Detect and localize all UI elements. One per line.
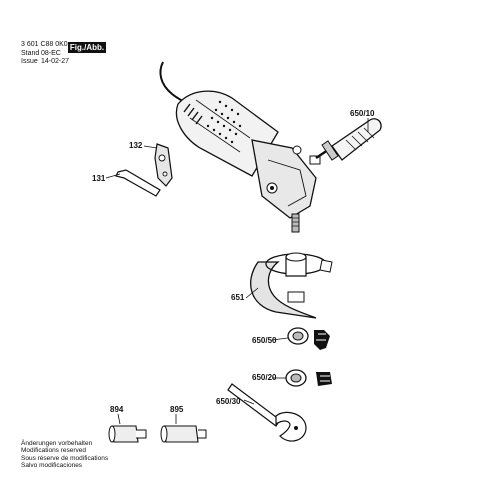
two-pin-spanner [227, 383, 307, 442]
callout-651: 651 [231, 293, 245, 302]
grinder-body [175, 90, 321, 233]
stand-label: Stand [21, 50, 40, 57]
issue-value: 14-02-27 [41, 58, 70, 65]
carbon-brush-895 [160, 425, 207, 443]
callout-131: 131 [92, 174, 106, 183]
callout-650-10: 650/10 [350, 109, 375, 118]
figure-badge: Fig./Abb. 2 [68, 42, 106, 63]
bracket-plate [154, 143, 173, 187]
wheel-guard [250, 252, 333, 319]
disclaimer-line: Änderungen vorbehalten [21, 440, 93, 447]
callout-650-20: 650/20 [252, 373, 277, 382]
hex-key [115, 169, 161, 197]
callout-650-50: 650/50 [252, 336, 277, 345]
clamping-nut [285, 369, 332, 387]
auxiliary-handle [315, 118, 382, 161]
issue-label: Issue [21, 58, 38, 65]
callout-894: 894 [110, 405, 124, 414]
leader-lines [105, 118, 369, 425]
callout-895: 895 [170, 405, 184, 414]
disclaimer-line: Salvo modificaciones [21, 462, 83, 470]
callout-132: 132 [129, 141, 143, 150]
carbon-brush-894 [108, 425, 147, 443]
stand-value: 08-EC [41, 50, 61, 57]
disclaimer-line: Sous réserve de modifications [21, 454, 109, 462]
disclaimer: Änderungen vorbehalten Modifications res… [21, 440, 108, 470]
disclaimer-line: Modifications reserved [21, 447, 87, 455]
part-number: 3 601 C88 0K0 [21, 41, 68, 48]
clamping-flange [287, 327, 330, 350]
callout-650-30: 650/30 [216, 397, 241, 406]
